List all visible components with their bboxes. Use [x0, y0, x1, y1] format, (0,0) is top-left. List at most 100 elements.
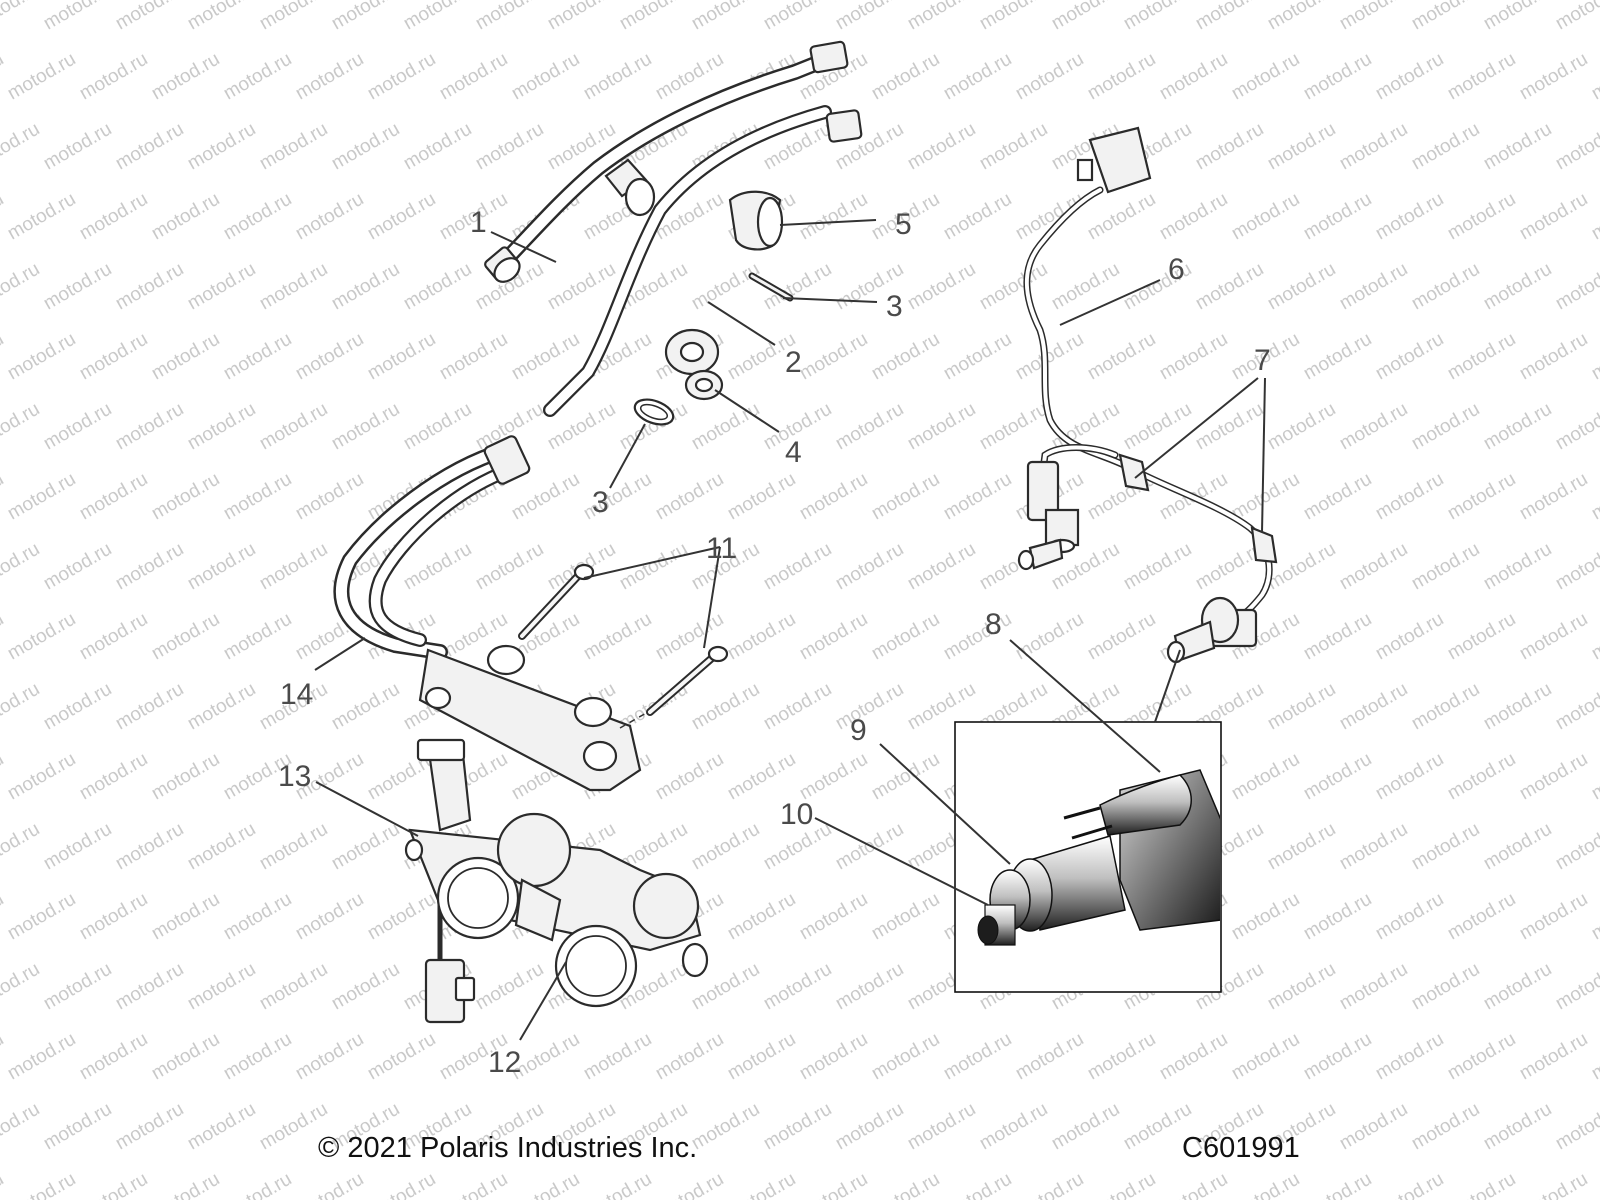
watermark-text: motod.ru [508, 49, 583, 105]
wire-harness-part-6 [1023, 126, 1278, 626]
watermark-text: motod.ru [1372, 749, 1447, 805]
watermark-text: motod.ru [0, 399, 43, 455]
watermark-text: motod.ru [328, 819, 403, 875]
watermark-text: motod.ru [0, 1169, 7, 1200]
watermark-text: motod.ru [220, 189, 295, 245]
watermark-text: motod.ru [1372, 1029, 1447, 1085]
callout-13: 13 [278, 760, 311, 793]
callout-11: 11 [706, 532, 737, 565]
watermark-text: motod.ru [1444, 1029, 1519, 1085]
watermark-text: motod.ru [328, 0, 403, 34]
watermark-text: motod.ru [40, 259, 115, 315]
watermark-text: motod.ru [292, 469, 367, 525]
watermark-text: motod.ru [1552, 539, 1600, 595]
watermark-text: motod.ru [1552, 119, 1600, 175]
watermark-text: motod.ru [0, 329, 7, 385]
watermark-text: motod.ru [0, 1099, 43, 1155]
watermark-text: motod.ru [1012, 1169, 1087, 1200]
watermark-text: motod.ru [76, 749, 151, 805]
watermark-text: motod.ru [0, 0, 43, 34]
watermark-text: motod.ru [832, 679, 907, 735]
watermark-text: motod.ru [796, 749, 871, 805]
watermark-text: motod.ru [724, 749, 799, 805]
watermark-text: motod.ru [256, 399, 331, 455]
watermark-text: motod.ru [328, 119, 403, 175]
watermark-text: motod.ru [868, 469, 943, 525]
watermark-text: motod.ru [148, 189, 223, 245]
watermark-text: motod.ru [364, 329, 439, 385]
watermark-text: motod.ru [220, 1169, 295, 1200]
watermark-text: motod.ru [0, 119, 43, 175]
watermark-text: motod.ru [292, 1169, 367, 1200]
watermark-text: motod.ru [472, 0, 547, 34]
watermark-text: motod.ru [184, 259, 259, 315]
watermark-text: motod.ru [184, 959, 259, 1015]
watermark-text: motod.ru [4, 889, 79, 945]
watermark-text: motod.ru [940, 1029, 1015, 1085]
watermark-text: motod.ru [220, 469, 295, 525]
watermark-text: motod.ru [256, 959, 331, 1015]
watermark-text: motod.ru [292, 189, 367, 245]
watermark-text: motod.ru [1516, 49, 1591, 105]
watermark-text: motod.ru [868, 329, 943, 385]
watermark-text: motod.ru [1084, 1169, 1159, 1200]
watermark-text: motod.ru [148, 749, 223, 805]
grommet-part-5 [728, 190, 784, 251]
watermark-text: motod.ru [1480, 259, 1555, 315]
watermark-text: motod.ru [1264, 399, 1339, 455]
watermark-text: motod.ru [1408, 1099, 1483, 1155]
watermark-text: motod.ru [616, 0, 691, 34]
watermark-text: motod.ru [148, 469, 223, 525]
watermark-text: motod.ru [1336, 119, 1411, 175]
watermark-text: motod.ru [1408, 539, 1483, 595]
watermark-text: motod.ru [724, 1169, 799, 1200]
watermark-text: motod.ru [76, 1169, 151, 1200]
watermark-text: motod.ru [40, 1099, 115, 1155]
watermark-text: motod.ru [1480, 0, 1555, 34]
watermark-text: motod.ru [1300, 1029, 1375, 1085]
watermark-text: motod.ru [184, 819, 259, 875]
watermark-text: motod.ru [1408, 959, 1483, 1015]
watermark-text: motod.ru [1444, 329, 1519, 385]
bolt-part-11-lower [619, 645, 729, 729]
watermark-text: motod.ru [1300, 469, 1375, 525]
watermark-text: motod.ru [1264, 959, 1339, 1015]
watermark-text: motod.ru [868, 609, 943, 665]
watermark-text: motod.ru [904, 0, 979, 34]
watermark-text: motod.ru [1480, 819, 1555, 875]
watermark-text: motod.ru [40, 119, 115, 175]
watermark-text: motod.ru [0, 189, 7, 245]
watermark-text: motod.ru [580, 609, 655, 665]
watermark-text: motod.ru [364, 1169, 439, 1200]
watermark-text: motod.ru [688, 259, 763, 315]
watermark-text: motod.ru [220, 609, 295, 665]
watermark-text: motod.ru [544, 0, 619, 34]
watermark-text: motod.ru [1336, 1099, 1411, 1155]
watermark-text: motod.ru [1552, 259, 1600, 315]
watermark-text: motod.ru [364, 889, 439, 945]
leader-lines [314, 219, 1266, 1041]
watermark-text: motod.ru [400, 259, 475, 315]
watermark-text: motod.ru [1336, 679, 1411, 735]
watermark-text: motod.ru [1012, 1029, 1087, 1085]
watermark-text: motod.ru [472, 119, 547, 175]
watermark-text: motod.ru [1012, 329, 1087, 385]
watermark-text: motod.ru [976, 259, 1051, 315]
watermark-text: motod.ru [1156, 329, 1231, 385]
watermark-text: motod.ru [1228, 1169, 1303, 1200]
watermark-text: motod.ru [1156, 49, 1231, 105]
watermark-text: motod.ru [796, 1029, 871, 1085]
watermark-text: motod.ru [436, 1169, 511, 1200]
watermark-text: motod.ru [40, 959, 115, 1015]
watermark-text: motod.ru [76, 329, 151, 385]
watermark-text: motod.ru [0, 819, 43, 875]
watermark-text: motod.ru [148, 889, 223, 945]
watermark-text: motod.ru [112, 0, 187, 34]
watermark-text: motod.ru [652, 749, 727, 805]
watermark-text: motod.ru [1480, 399, 1555, 455]
watermark-text: motod.ru [760, 539, 835, 595]
watermark-text: motod.ru [1372, 329, 1447, 385]
watermark-text: motod.ru [256, 539, 331, 595]
bolt-part-11-upper [518, 563, 595, 640]
watermark-text: motod.ru [1156, 189, 1231, 245]
